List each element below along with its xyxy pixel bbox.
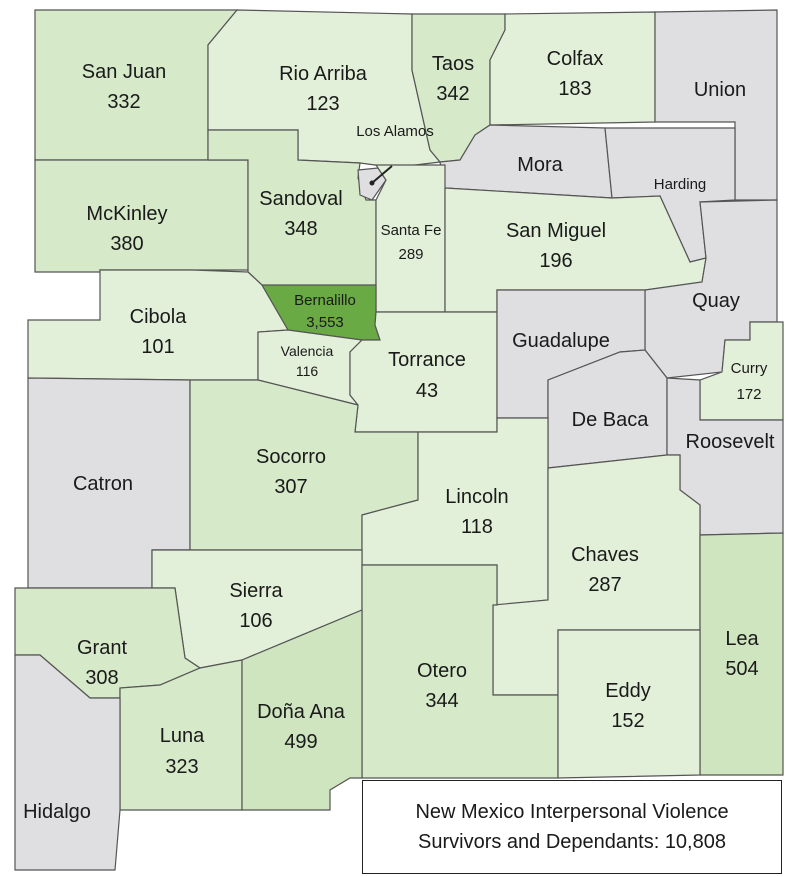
map-title-total: 10,808 [664,831,726,853]
county-luna[interactable] [119,659,243,811]
label-lincoln-value: 118 [461,516,493,538]
label-valencia-name: Valencia [281,343,334,359]
los-alamos-leader-line [371,165,393,184]
label-chaves-name: Chaves [571,544,639,566]
label-otero-name: Otero [417,660,467,682]
map-title-line-1: New Mexico Interpersonal Violence [415,801,729,823]
label-socorro-value: 307 [274,476,307,498]
label-harding-name: Harding [654,176,707,193]
label-mckinley-value: 380 [110,233,143,255]
label-roosevelt-name: Roosevelt [686,431,775,453]
county-eddy[interactable] [557,629,701,779]
label-mckinley-name: McKinley [86,203,167,225]
county-dona-ana[interactable] [241,609,363,811]
label-catron-name: Catron [73,473,133,495]
label-santa-fe-value: 289 [398,246,423,263]
label-san-juan-value: 332 [107,91,140,113]
label-rio-arriba-value: 123 [306,93,339,115]
label-taos-value: 342 [436,83,469,105]
label-eddy-name: Eddy [605,680,651,702]
label-luna-name: Luna [160,725,205,747]
county-hidalgo[interactable] [14,654,121,871]
label-sandoval-name: Sandoval [259,188,342,210]
label-dona-ana-name: Doña Ana [257,701,346,723]
label-san-juan-name: San Juan [82,61,167,83]
label-mora-name: Mora [517,154,563,176]
label-taos-name: Taos [432,53,474,75]
label-cibola-value: 101 [141,336,174,358]
los-alamos-marker [369,180,375,186]
label-torrance-value: 43 [416,380,438,402]
label-san-miguel-name: San Miguel [506,220,606,242]
county-lea[interactable] [699,532,784,776]
label-cibola-name: Cibola [130,306,188,328]
label-grant-name: Grant [77,637,127,659]
label-union-name: Union [694,79,746,101]
label-guadalupe-name: Guadalupe [512,330,610,352]
label-san-miguel-value: 196 [539,250,572,272]
label-sierra-value: 106 [239,610,272,632]
label-curry-value: 172 [736,386,761,403]
label-valencia-value: 116 [296,363,319,379]
label-lea-value: 504 [725,658,758,680]
label-luna-value: 323 [165,756,198,778]
label-colfax-value: 183 [558,78,591,100]
map-title-line-2: Survivors and Dependants: 10,808 [418,827,726,857]
map-title-label: Survivors and Dependants: [418,831,660,853]
label-curry-name: Curry [731,360,768,377]
map-title-box: New Mexico Interpersonal Violence Surviv… [362,780,782,874]
label-quay-name: Quay [692,290,740,312]
label-los-alamos-name: Los Alamos [356,123,434,140]
label-santa-fe-name: Santa Fe [381,222,442,239]
label-sierra-name: Sierra [229,580,283,602]
label-eddy-value: 152 [611,710,644,732]
label-colfax-name: Colfax [547,48,604,70]
county-san-juan[interactable] [34,9,239,161]
label-bernalillo-value: 3,553 [306,314,344,331]
label-lincoln-name: Lincoln [445,486,508,508]
label-dona-ana-value: 499 [284,731,317,753]
label-lea-name: Lea [725,628,759,650]
label-hidalgo-name: Hidalgo [23,801,91,823]
label-chaves-value: 287 [588,574,621,596]
label-sandoval-value: 348 [284,218,317,240]
label-socorro-name: Socorro [256,446,326,468]
label-otero-value: 344 [425,690,458,712]
label-torrance-name: Torrance [388,349,466,371]
label-bernalillo-name: Bernalillo [294,292,356,309]
label-de-baca-name: De Baca [572,409,650,431]
label-rio-arriba-name: Rio Arriba [279,63,368,85]
label-grant-value: 308 [85,667,118,689]
